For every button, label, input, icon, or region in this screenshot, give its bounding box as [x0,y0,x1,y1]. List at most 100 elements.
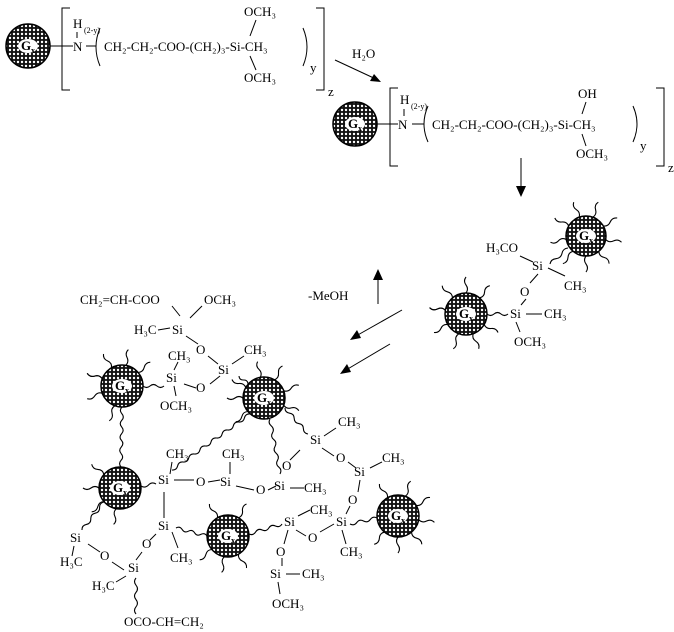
methoxy-3a: H₃CO [486,240,518,255]
core-label: G [459,306,469,321]
arrow-condensation [340,309,403,374]
silicon-n6: Si [274,478,285,493]
silicon-n3: Si [166,370,177,385]
dendron-arm [108,405,116,422]
oxygen-n2: O [196,380,205,395]
subscript-z-2: z [668,160,674,175]
dendron-arm [416,496,431,507]
oxygen-n11: O [276,544,285,559]
methoxy-top-1: OCH₃ [244,4,276,19]
methyl-n11: CH₃ [302,566,325,581]
oxygen-n9: O [348,492,357,507]
methyl-n5: CH₃ [222,446,245,461]
arrow-down [516,158,526,197]
dendron-arm [274,365,283,381]
dendron-arm [441,285,454,298]
subscript-y-1: y [310,60,317,75]
dendrimer-core-2: G x [332,101,378,147]
dendron-arm [583,255,589,273]
chain-1: CH₂-CH₂-COO-(CH₂)₃-Si-CH₃ [104,39,268,54]
acrylate-bottom: OCO-CH=CH₂ [124,614,204,629]
arrow-meoh: -MeOH [308,269,383,304]
methyl-3b: CH₃ [544,306,567,321]
linker-arm [349,516,378,526]
core-label: G [221,528,231,543]
oxygen-bridge-3: O [520,284,529,299]
silicon-n12: Si [158,518,169,533]
core-label: G [113,480,123,495]
amine-h-2: H [400,92,409,107]
dendron-arm [283,404,300,412]
core-label: G [391,508,401,523]
dendron-arm [418,519,435,523]
dendron-arm [125,349,129,366]
methyl-n14: H₃C [60,554,83,569]
silicon-n10: Si [284,514,295,529]
oxygen-n10: O [308,530,317,545]
arrow-hydrolysis: H₂O [334,46,381,82]
dendron-arm [237,554,248,569]
oxygen-n1: O [196,342,205,357]
step1-structure: G x N H (2-y) CH₂-CH₂-COO-(CH₂)₃-Si-CH₃ … [5,4,334,99]
dendron-arm [410,532,423,545]
reagent-meoh: -MeOH [308,288,348,303]
dendron-arm [231,379,247,388]
dendron-arm [86,372,103,380]
dendron-arm [433,323,448,334]
dendron-arm [238,503,247,519]
chain-2: CH₂-CH₂-COO-(CH₂)₃-Si-CH₃ [432,117,596,132]
oxygen-n5: O [256,482,265,497]
methoxy-n3: OCH₃ [160,398,192,413]
silicon-n5: Si [220,474,231,489]
dendron-arm [550,238,567,244]
silicon-n9: Si [336,514,347,529]
dendron-arm [91,500,104,513]
hydroxyl-top-2: OH [578,86,597,101]
core-label: G [115,378,125,393]
dendron-arm [91,464,105,475]
dendron-arm [429,307,446,311]
svg-text:x: x [231,536,235,545]
dendron-arm [554,217,570,227]
methoxy-3b: OCH₃ [514,334,546,349]
reagent-h2o: H₂O [352,46,375,61]
oxygen-n12: O [142,536,151,551]
subscript-z-1: z [328,84,334,99]
svg-text:(2-y): (2-y) [411,102,427,111]
silicon-3a: Si [532,258,543,273]
methyl-n4: CH₃ [166,446,189,461]
linker-arm [248,523,283,536]
silicon-n2: Si [218,362,229,377]
linker-arm [284,407,309,435]
amine-n-2: N [398,117,408,132]
dendron-arm [102,353,113,368]
dendron-arm [598,251,610,264]
svg-text:x: x [125,386,129,395]
methyl-n2: CH₃ [244,342,267,357]
linker-arm [549,247,569,265]
methyl-n3: CH₃ [168,348,191,363]
dendron-arm [87,392,103,400]
linker-arm [268,418,282,475]
dendron-arm [395,536,401,554]
subscript-y-2: y [640,138,647,153]
methyl-n12: CH₃ [170,550,193,565]
core-label: G [257,390,267,405]
dendron-arm [82,485,100,491]
dendron-arm [235,410,248,423]
methyl-n1: H₃C [134,322,157,337]
methyl-3a: CH₃ [564,278,587,293]
core-label-2: G [348,116,358,131]
methyl-n10: CH₃ [310,502,333,517]
methoxy-n1: OCH₃ [204,292,236,307]
silicon-n8: Si [354,464,365,479]
silicon-3b: Si [510,306,521,321]
dendron-arm [208,503,219,518]
